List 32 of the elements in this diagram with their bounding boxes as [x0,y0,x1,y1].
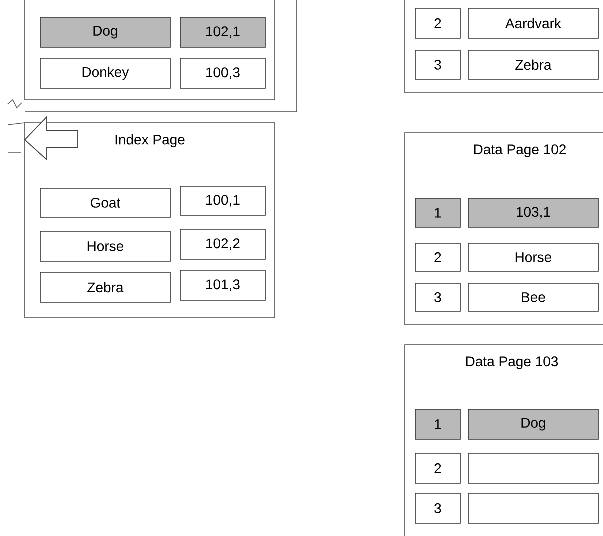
table-cell: Bee [468,283,599,312]
table-cell: 2 [415,8,461,39]
table-cell: Zebra [468,50,599,80]
table-cell: 2 [415,243,461,272]
page-box [24,0,298,112]
table-cell: 102,1 [180,17,266,48]
page-title: Data Page 102 [474,144,566,158]
table-cell: 1 [415,198,461,228]
table-cell [468,453,599,484]
table-cell: Horse [468,243,599,272]
table-cell: Goat [40,188,171,218]
table-cell: 3 [415,283,461,312]
table-cell: 100,1 [180,186,266,216]
table-cell: 1 [415,409,461,440]
table-cell: Dog [468,409,599,440]
table-cell: 101,3 [180,270,266,301]
table-cell: Dog [40,17,171,48]
page-title: Data Page 103 [466,356,558,370]
table-cell [468,493,599,524]
page-box [24,0,276,100]
table-cell: 3 [415,493,461,524]
table-cell: 103,1 [468,198,599,228]
table-cell: Donkey [40,58,171,89]
page-box [404,0,603,94]
table-cell: 100,3 [180,58,266,89]
table-cell: Zebra [40,272,171,303]
table-cell: Horse [40,231,171,262]
table-cell: 2 [415,453,461,484]
table-cell: 3 [415,50,461,80]
table-cell: 102,2 [180,229,266,260]
table-cell: Aardvark [468,8,599,39]
page-title: Index Page [116,134,185,148]
